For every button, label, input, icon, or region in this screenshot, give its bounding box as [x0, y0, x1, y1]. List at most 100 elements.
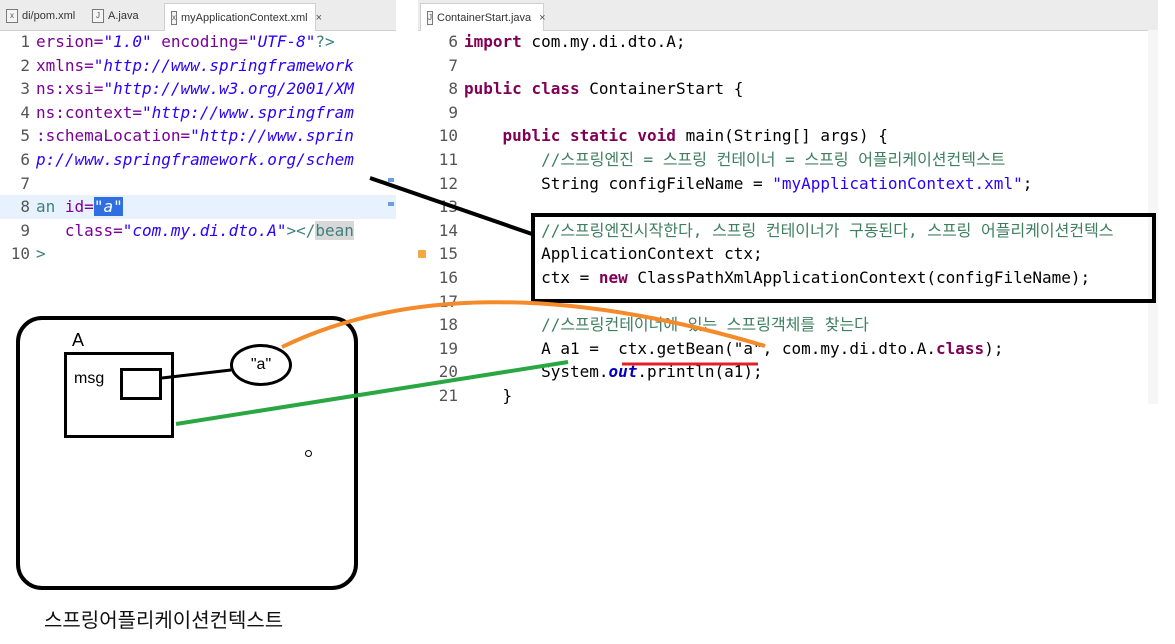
line-number: 9 [448, 102, 458, 122]
tab-label: myApplicationContext.xml [181, 11, 308, 24]
xml-code-line[interactable]: 9 class="com.my.di.dto.A"></bean [0, 219, 396, 243]
code-token: "myApplicationContext.xml" [772, 173, 1023, 193]
code-token: "UTF-8" [247, 32, 316, 51]
line-number: 3 [20, 79, 30, 99]
code-token: > [36, 244, 46, 264]
bean-id-label: "a" [250, 356, 272, 373]
xml-tab-0[interactable]: x di/pom.xml [0, 4, 84, 28]
java-code-line[interactable]: 18 //스프링컨테이너에 있는 스프링객체를 찾는다 [418, 313, 1158, 337]
occurrence-marker[interactable] [388, 178, 394, 182]
close-icon[interactable]: × [315, 11, 322, 24]
class-a-label: A [72, 330, 85, 350]
bean-id-circle: "a" [230, 344, 292, 386]
code-token: p://www.springframework.org/schem [36, 150, 354, 169]
code-token: id= [64, 197, 94, 217]
java-code-line[interactable]: 10 public static void main(String[] args… [418, 124, 1158, 148]
code-token: ClassPathXmlApplicationContext(configFil… [627, 268, 1091, 287]
xml-tab-1[interactable]: J A.java [86, 4, 162, 28]
code-token: ns:context= [36, 102, 142, 122]
xml-code-line[interactable]: 10> [0, 242, 396, 266]
java-code-line[interactable]: 19 A a1 = ctx.getBean("a", com.my.di.dto… [418, 337, 1158, 361]
line-number: 7 [448, 55, 458, 75]
java-code-line[interactable]: 12 String configFileName = "myApplicatio… [418, 172, 1158, 196]
xml-code-line[interactable]: 5 :schemaLocation="http://www.sprin [0, 124, 396, 148]
code-token: class= [64, 220, 123, 240]
code-token [464, 221, 541, 240]
java-code-line[interactable]: 16 ctx = new ClassPathXmlApplicationCont… [418, 266, 1158, 290]
code-token: ns:xsi= [36, 79, 104, 99]
line-number: 16 [438, 268, 458, 287]
line-number: 14 [438, 220, 458, 240]
code-token: .println(a1); [637, 362, 763, 382]
java-code-line[interactable]: 15 ApplicationContext ctx; [418, 242, 1158, 266]
xml-code-line[interactable]: 7 [0, 172, 396, 196]
code-token: "1.0" [103, 32, 152, 51]
code-token [560, 126, 570, 145]
code-token: ; [1022, 173, 1033, 193]
code-token [464, 150, 541, 169]
code-token: :schemaLocation= [36, 126, 191, 146]
tab-label: A.java [108, 10, 139, 22]
line-number: 1 [20, 32, 30, 51]
code-token: "http://www.sprin [190, 126, 354, 146]
code-token: System. [464, 362, 609, 382]
cursor-dot [305, 450, 312, 457]
line-number: 15 [438, 244, 458, 264]
line-number: 18 [438, 315, 458, 335]
line-number: 17 [438, 291, 458, 311]
close-icon[interactable]: × [539, 11, 546, 24]
warning-icon[interactable] [418, 250, 426, 259]
line-number: 19 [438, 338, 458, 358]
code-token: static [569, 126, 628, 146]
java-code-line[interactable]: 7 [418, 54, 1158, 78]
java-code-line[interactable]: 20 System.out.println(a1); [418, 360, 1158, 384]
line-number: 4 [20, 102, 30, 122]
code-token: com.my.di.dto.A; [521, 32, 686, 51]
xml-file-icon: x [6, 9, 18, 23]
java-code-line[interactable]: 11 //스프링엔진 = 스프링 컨테이너 = 스프링 어플리케이션컨텍스트 [418, 148, 1158, 172]
line-number: 5 [20, 126, 30, 146]
line-number: 11 [438, 150, 458, 169]
xml-code-line[interactable]: 4 ns:context="http://www.springfram [0, 101, 396, 125]
object-a-box [64, 352, 174, 438]
code-token: public [502, 126, 561, 146]
java-code-line[interactable]: 9 [418, 101, 1158, 125]
code-token: ?> [315, 32, 335, 51]
code-token: "http://www.springframework [93, 55, 354, 75]
xml-file-icon: x [171, 10, 177, 25]
line-number: 21 [438, 386, 458, 404]
xml-tab-2[interactable]: x myApplicationContext.xml × [164, 3, 322, 31]
code-token [152, 32, 162, 51]
code-token: ersion= [36, 32, 104, 51]
code-token: //스프링엔진시작한다, 스프링 컨테이너가 구동된다, 스프링 어플리케이션컨… [541, 220, 1114, 240]
code-token: import [464, 32, 522, 51]
code-token [522, 79, 532, 98]
java-code-line[interactable]: 21 } [418, 384, 1158, 404]
line-number: 8 [448, 79, 458, 99]
java-file-icon: J [92, 9, 104, 23]
tab-label: ContainerStart.java [437, 11, 532, 24]
code-token: "http://www.springfram [141, 102, 354, 122]
application-context-caption: 스프링어플리케이션컨텍스트 [44, 610, 284, 632]
code-token: ContainerStart { [579, 79, 744, 99]
code-token: main(String[] args) { [675, 126, 888, 146]
xml-editor-pane[interactable]: x di/pom.xml J A.java x myApplicationContext.… [0, 0, 396, 268]
code-token: new [598, 268, 628, 287]
application-context-box [16, 316, 358, 590]
line-number: 2 [20, 55, 30, 75]
occurrence-marker[interactable] [388, 202, 394, 206]
line-number: 12 [438, 173, 458, 193]
context-start-highlight-box [531, 213, 1156, 303]
tab-label: di/pom.xml [22, 10, 76, 22]
